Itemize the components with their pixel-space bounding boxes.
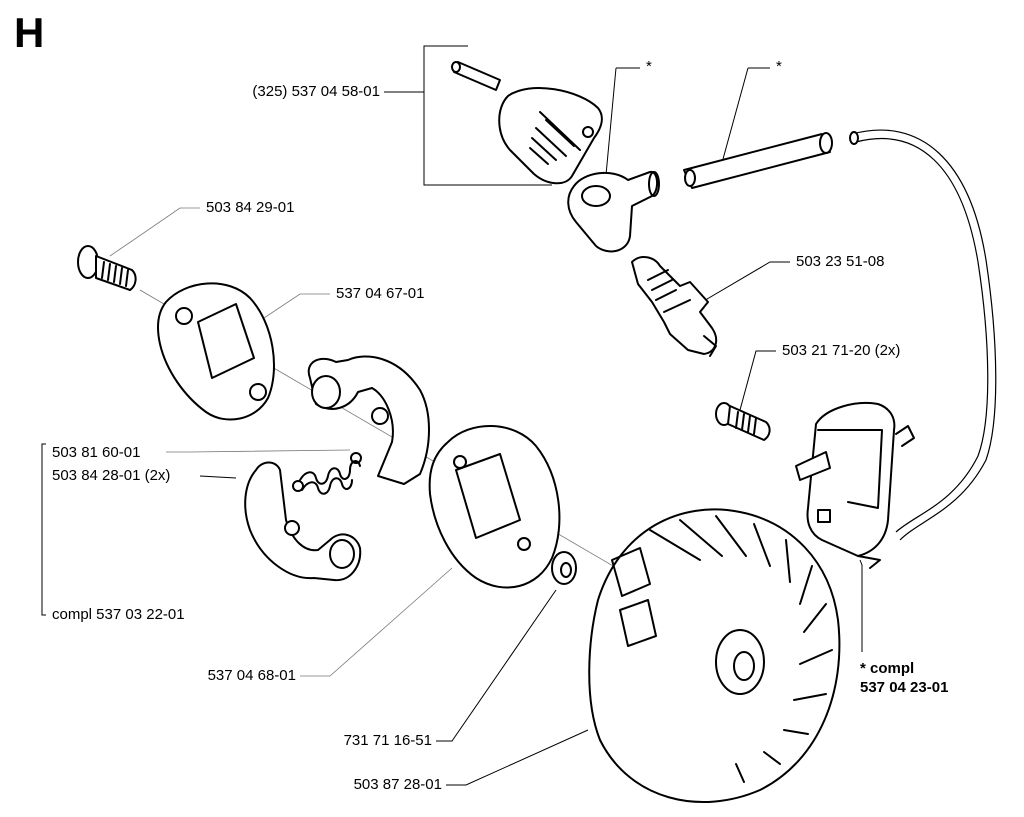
- washer-part: [551, 551, 577, 585]
- label-clutch-compl: compl 537 03 22-01: [52, 606, 185, 623]
- clutch-shoe-upper-part: [307, 355, 430, 485]
- ignition-lead: [849, 129, 997, 541]
- label-ignition-part-number: 537 04 23-01: [860, 679, 949, 696]
- section-letter: H: [14, 9, 45, 56]
- ignition-module-part: [795, 402, 915, 569]
- label-flywheel: 503 87 28-01: [353, 776, 442, 793]
- label-spark-plug: 503 23 51-08: [796, 253, 885, 270]
- plug-boot-part: [567, 170, 660, 253]
- label-plug-cap: (325) 537 04 58-01: [252, 83, 380, 100]
- clutch-shoe-lower-part: [244, 461, 362, 582]
- label-star-1: *: [646, 58, 652, 75]
- hose-part: [683, 132, 833, 189]
- screw-part: [77, 245, 137, 291]
- coil-screw-part: [715, 402, 771, 441]
- spark-plug-part: [631, 256, 718, 357]
- label-clutch-shoe: 503 84 28-01 (2x): [52, 467, 171, 484]
- clutch-plate-part: [157, 282, 275, 421]
- label-coil-screw: 503 21 71-20 (2x): [782, 342, 901, 359]
- label-ignition-compl: * compl: [860, 660, 915, 677]
- flywheel-part: [588, 508, 841, 803]
- label-spring: 503 81 60-01: [52, 444, 141, 461]
- label-clutch-plate: 537 04 67-01: [336, 285, 425, 302]
- label-star-2: *: [776, 58, 782, 75]
- label-screw: 503 84 29-01: [206, 199, 295, 216]
- plug-cap-part: [498, 86, 603, 185]
- label-cover-plate: 537 04 68-01: [207, 667, 296, 684]
- clutch-cover-plate-part: [428, 425, 561, 589]
- pin-part: [451, 61, 501, 91]
- label-washer: 731 71 16-51: [343, 732, 432, 749]
- clutch-spring-part: [292, 452, 362, 495]
